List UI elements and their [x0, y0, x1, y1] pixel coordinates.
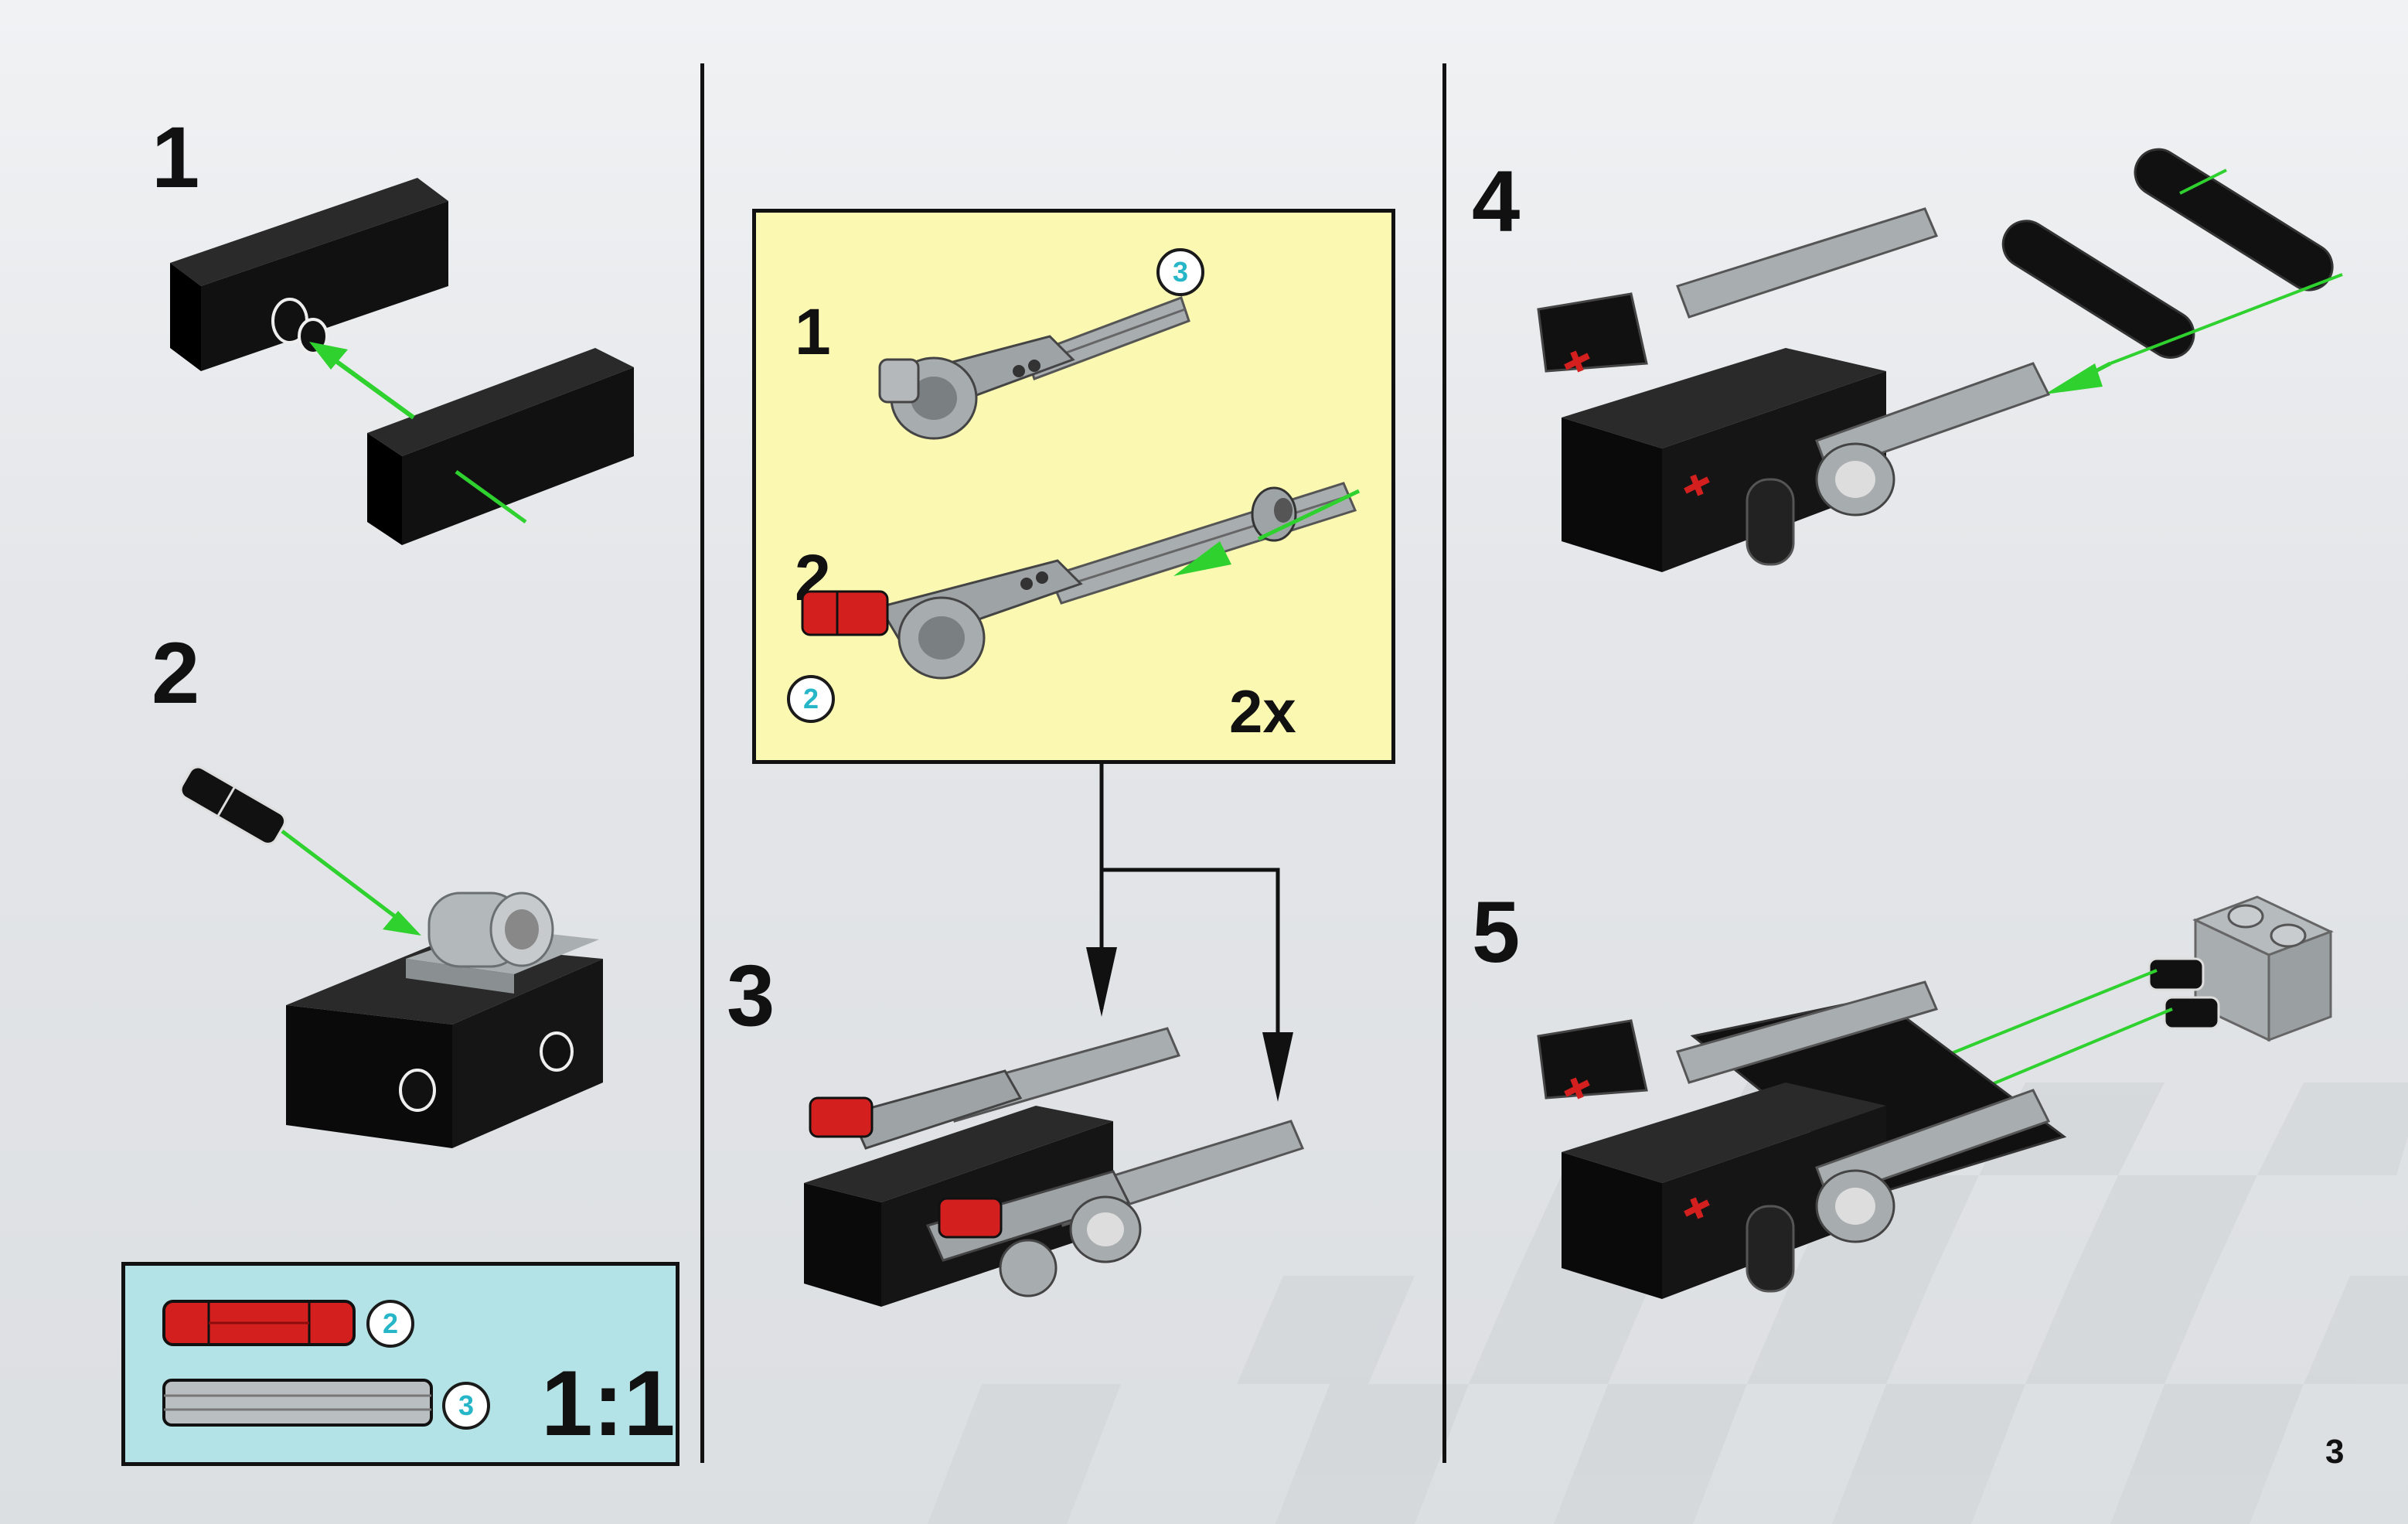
part-count-badge-grey: 3 — [442, 1382, 490, 1430]
step-3-illustration — [804, 1005, 1314, 1314]
column-divider-right — [1442, 63, 1446, 1463]
sub-step-2-count-badge: 2 — [787, 675, 835, 723]
step-4-illustration — [1523, 155, 2358, 588]
red-axle-part — [162, 1298, 356, 1348]
step-number-3: 3 — [727, 953, 775, 1039]
step-2-illustration — [166, 727, 630, 1160]
sub-assembly-callout: 1 3 2 — [752, 209, 1395, 764]
assembly-multiplier: 2x — [1229, 681, 1296, 742]
sub-step-number-1: 1 — [795, 299, 831, 364]
sub-step-1-illustration — [872, 282, 1212, 460]
parts-needed-box: 2 3 1:1 — [121, 1262, 679, 1466]
grey-axle-part — [162, 1377, 433, 1428]
step-number-2: 2 — [152, 630, 199, 717]
scale-label: 1:1 — [541, 1357, 675, 1450]
step-number-4: 4 — [1472, 159, 1520, 245]
step-1-illustration — [162, 170, 657, 557]
part-count-badge-red: 2 — [366, 1300, 414, 1348]
step-number-5: 5 — [1472, 889, 1520, 976]
column-divider-left — [700, 63, 704, 1463]
page-number: 3 — [2325, 1435, 2344, 1469]
sub-step-2-illustration — [802, 468, 1390, 700]
step-5-illustration — [1523, 881, 2358, 1314]
